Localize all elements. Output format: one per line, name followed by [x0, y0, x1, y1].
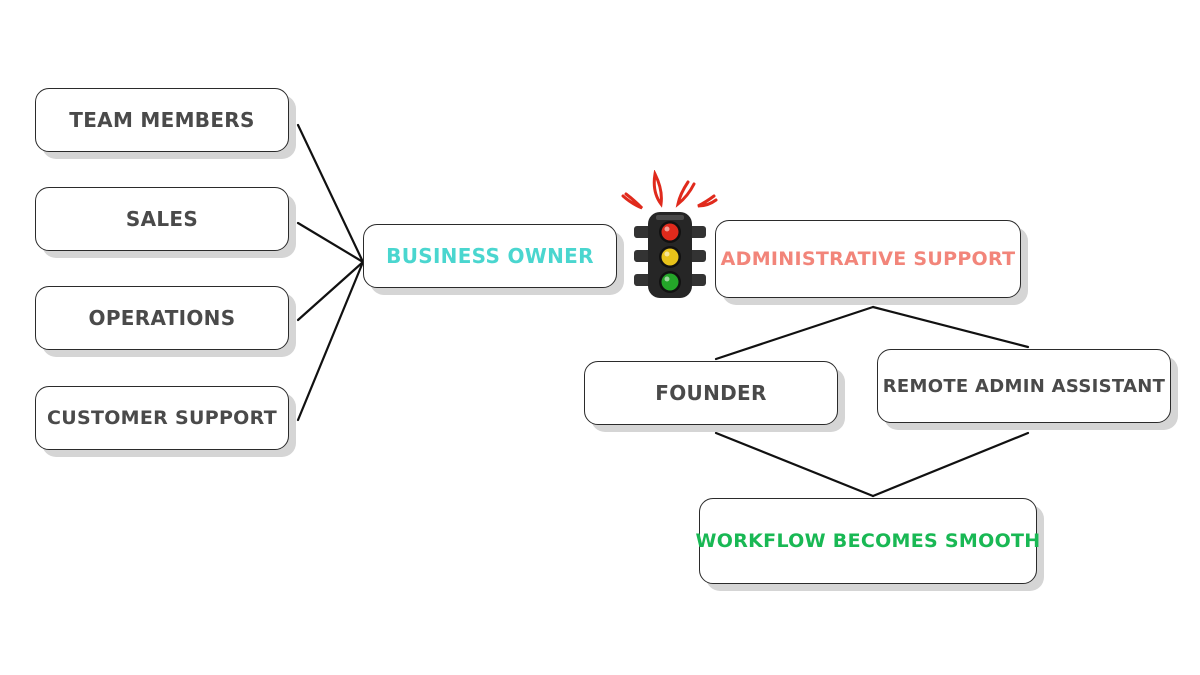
- node-sales-label: SALES: [125, 207, 199, 231]
- node-workflow-becomes-smooth-label: WORKFLOW BECOMES SMOOTH: [695, 530, 1041, 552]
- traffic-light-icon: [621, 170, 718, 298]
- node-team-members-label: TEAM MEMBERS: [69, 108, 255, 132]
- connector-remote-workflow: [871, 431, 1030, 498]
- node-customer-support-label: CUSTOMER SUPPORT: [47, 407, 277, 429]
- node-team-members: TEAM MEMBERS: [35, 88, 289, 152]
- node-administrative-support: ADMINISTRATIVE SUPPORT: [715, 220, 1021, 298]
- node-sales: SALES: [35, 187, 289, 251]
- node-business-owner-label: BUSINESS OWNER: [386, 244, 594, 268]
- node-founder-label: FOUNDER: [655, 381, 767, 405]
- node-administrative-support-label: ADMINISTRATIVE SUPPORT: [720, 248, 1016, 270]
- node-business-owner: BUSINESS OWNER: [363, 224, 617, 288]
- node-operations: OPERATIONS: [35, 286, 289, 350]
- connector-team-owner: [296, 123, 365, 264]
- connector-support-owner: [296, 260, 365, 422]
- connector-admin-remote: [871, 305, 1030, 349]
- alert-marks-icon: [621, 170, 718, 210]
- node-customer-support: CUSTOMER SUPPORT: [35, 386, 289, 450]
- connector-admin-founder: [714, 305, 875, 361]
- connector-founder-workflow: [714, 431, 875, 498]
- connector-ops-owner: [296, 260, 365, 322]
- node-remote-admin-assistant-label: REMOTE ADMIN ASSISTANT: [882, 375, 1166, 397]
- node-workflow-becomes-smooth: WORKFLOW BECOMES SMOOTH: [696, 498, 1040, 584]
- node-founder: FOUNDER: [584, 361, 838, 425]
- node-remote-admin-assistant: REMOTE ADMIN ASSISTANT: [877, 349, 1171, 423]
- connector-sales-owner: [296, 221, 365, 264]
- node-operations-label: OPERATIONS: [88, 306, 236, 330]
